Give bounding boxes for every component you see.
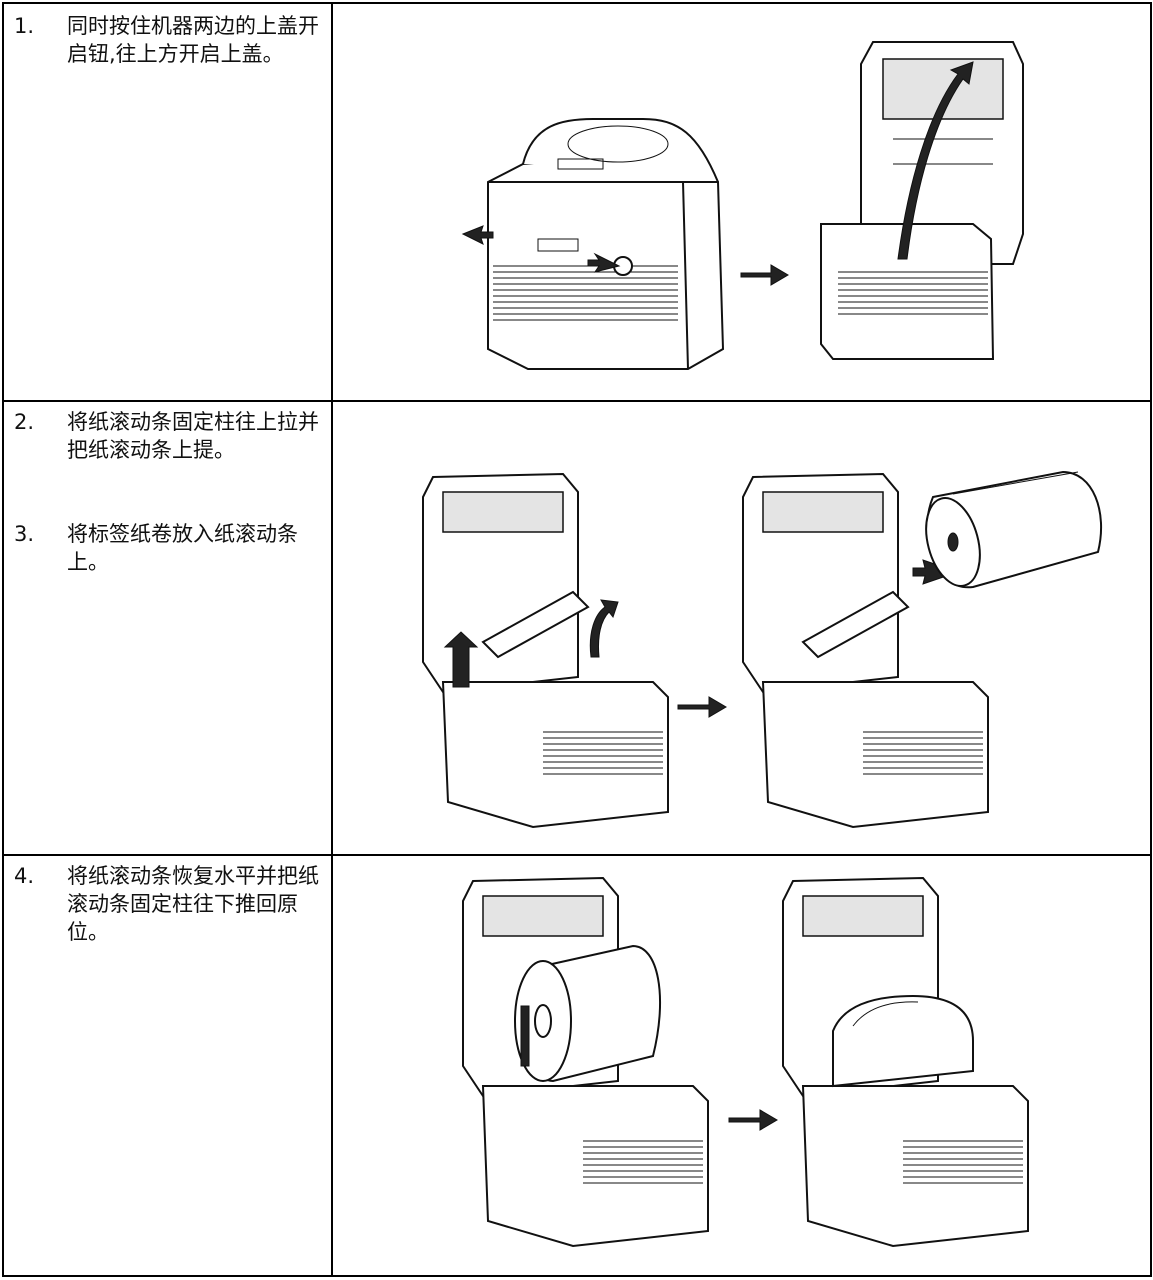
close-holder-illustration <box>462 876 1029 1248</box>
step-text-cell: 4. 将纸滚动条恢复水平并把纸滚动条固定柱往下推回原位。 <box>4 856 333 1277</box>
arrow-right-icon <box>677 696 727 718</box>
step-description: 同时按住机器两边的上盖开启钮,往上方开启上盖。 <box>67 14 319 66</box>
step-illustration-cell <box>333 4 1150 400</box>
step-number: 4. <box>14 864 35 888</box>
printer-open-illustration <box>422 472 669 829</box>
arrow-right-icon <box>728 1109 778 1131</box>
open-cover-illustration <box>461 41 1024 370</box>
printer-open-illustration <box>742 472 989 829</box>
step-illustration-cell <box>333 402 1150 854</box>
printer-closed-illustration <box>461 118 725 370</box>
label-roll-illustration <box>925 470 1103 589</box>
step-text-cell: 1. 同时按住机器两边的上盖开启钮,往上方开启上盖。 <box>4 4 333 400</box>
table-row: 2. 将纸滚动条固定柱往上拉并把纸滚动条上提。 3. 将标签纸卷放入纸滚动条上。 <box>4 402 1150 856</box>
step-description: 将纸滚动条固定柱往上拉并把纸滚动条上提。 <box>67 410 319 462</box>
printer-open-illustration <box>782 876 1029 1248</box>
table-row: 1. 同时按住机器两边的上盖开启钮,往上方开启上盖。 <box>4 4 1150 402</box>
arrow-right-icon <box>740 264 789 286</box>
table-row: 4. 将纸滚动条恢复水平并把纸滚动条固定柱往下推回原位。 <box>4 856 1150 1277</box>
step-description: 将纸滚动条恢复水平并把纸滚动条固定柱往下推回原位。 <box>67 864 319 944</box>
step-number: 3. <box>14 522 35 546</box>
step-description: 将标签纸卷放入纸滚动条上。 <box>67 522 298 574</box>
printer-open-illustration <box>820 41 1024 360</box>
step-number: 1. <box>14 14 35 38</box>
step-text-cell: 2. 将纸滚动条固定柱往上拉并把纸滚动条上提。 3. 将标签纸卷放入纸滚动条上。 <box>4 402 333 854</box>
step-illustration-cell <box>333 856 1150 1277</box>
load-roll-illustration <box>422 470 1103 829</box>
printer-open-illustration <box>462 876 709 1248</box>
step-number: 2. <box>14 410 35 434</box>
